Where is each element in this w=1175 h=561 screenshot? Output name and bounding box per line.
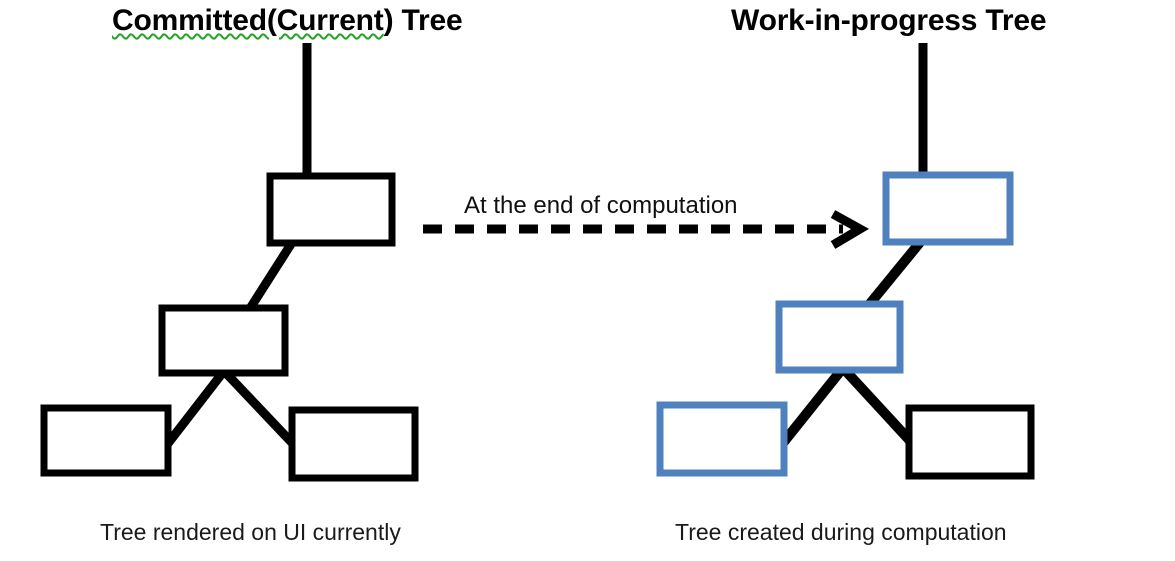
right-tree-edge-middle-leafleft [779, 364, 847, 447]
left-tree-caption: Tree rendered on UI currently [100, 519, 401, 545]
right-tree-node-middle[interactable] [775, 300, 904, 374]
left-tree-node-leaf-right[interactable] [288, 406, 419, 482]
transition-arrow-label: At the end of computation [464, 192, 738, 219]
right-tree-edge-middle-leafright [839, 364, 917, 448]
left-tree-node-middle[interactable] [158, 304, 289, 377]
left-tree-node-leaf-left[interactable] [40, 404, 172, 477]
left-tree-group [40, 43, 419, 482]
left-tree-edge-root-middle [245, 238, 297, 313]
left-tree-node-root[interactable] [266, 172, 396, 247]
right-tree-node-root[interactable] [882, 171, 1014, 246]
left-tree-title-rest: ) Tree [383, 4, 463, 37]
right-tree-node-leaf-left[interactable] [656, 401, 788, 477]
left-tree-title-spellchecked: Committed(Current [112, 4, 384, 37]
left-tree-edge-middle-leafleft [162, 368, 228, 449]
transition-arrow-head-icon [830, 210, 870, 249]
right-tree-group [656, 43, 1035, 480]
right-tree-title: Work-in-progress Tree [731, 4, 1047, 37]
right-tree-caption: Tree created during computation [675, 519, 1007, 545]
left-tree-title: Committed(Current) Tree [112, 4, 463, 38]
right-tree-node-leaf-right[interactable] [905, 404, 1035, 480]
right-tree-edge-root-middle [864, 236, 926, 310]
left-tree-edge-middle-leafright [220, 367, 300, 451]
transition-arrow-group [423, 210, 870, 249]
